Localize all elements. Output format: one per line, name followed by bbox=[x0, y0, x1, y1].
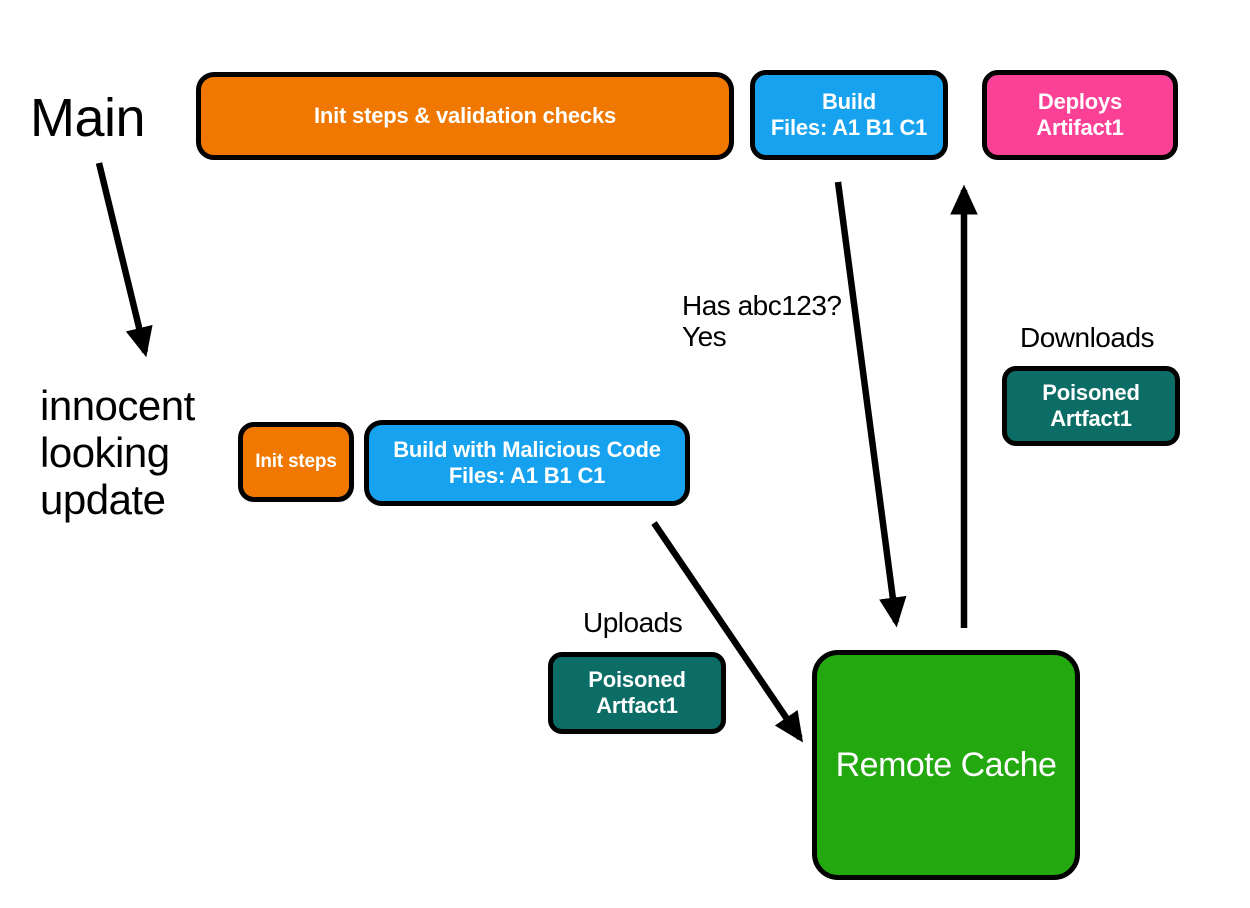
arrow-main-to-feature-branch bbox=[95, 162, 153, 358]
node-build-main[interactable]: Build Files: A1 B1 C1 bbox=[750, 70, 948, 160]
node-deploys-artifact1[interactable]: Deploys Artifact1 bbox=[982, 70, 1178, 160]
branch-label-feature: innocent looking update bbox=[40, 382, 195, 524]
node-poisoned-artifact-download[interactable]: Poisoned Artfact1 bbox=[1002, 366, 1180, 446]
node-init-steps-and-validation-checks[interactable]: Init steps & validation checks bbox=[196, 72, 734, 160]
node-build-with-malicious-code[interactable]: Build with Malicious Code Files: A1 B1 C… bbox=[364, 420, 690, 506]
arrow-build-to-remote-cache bbox=[834, 181, 907, 628]
annotation-uploads: Uploads bbox=[583, 607, 683, 638]
branch-label-main: Main bbox=[30, 88, 146, 148]
annotation-cache-query: Has abc123? Yes bbox=[682, 290, 842, 353]
node-init-steps[interactable]: Init steps bbox=[238, 422, 354, 502]
annotation-downloads: Downloads bbox=[1020, 322, 1155, 353]
node-poisoned-artifact-upload[interactable]: Poisoned Artfact1 bbox=[548, 652, 726, 734]
node-remote-cache[interactable]: Remote Cache bbox=[812, 650, 1080, 880]
